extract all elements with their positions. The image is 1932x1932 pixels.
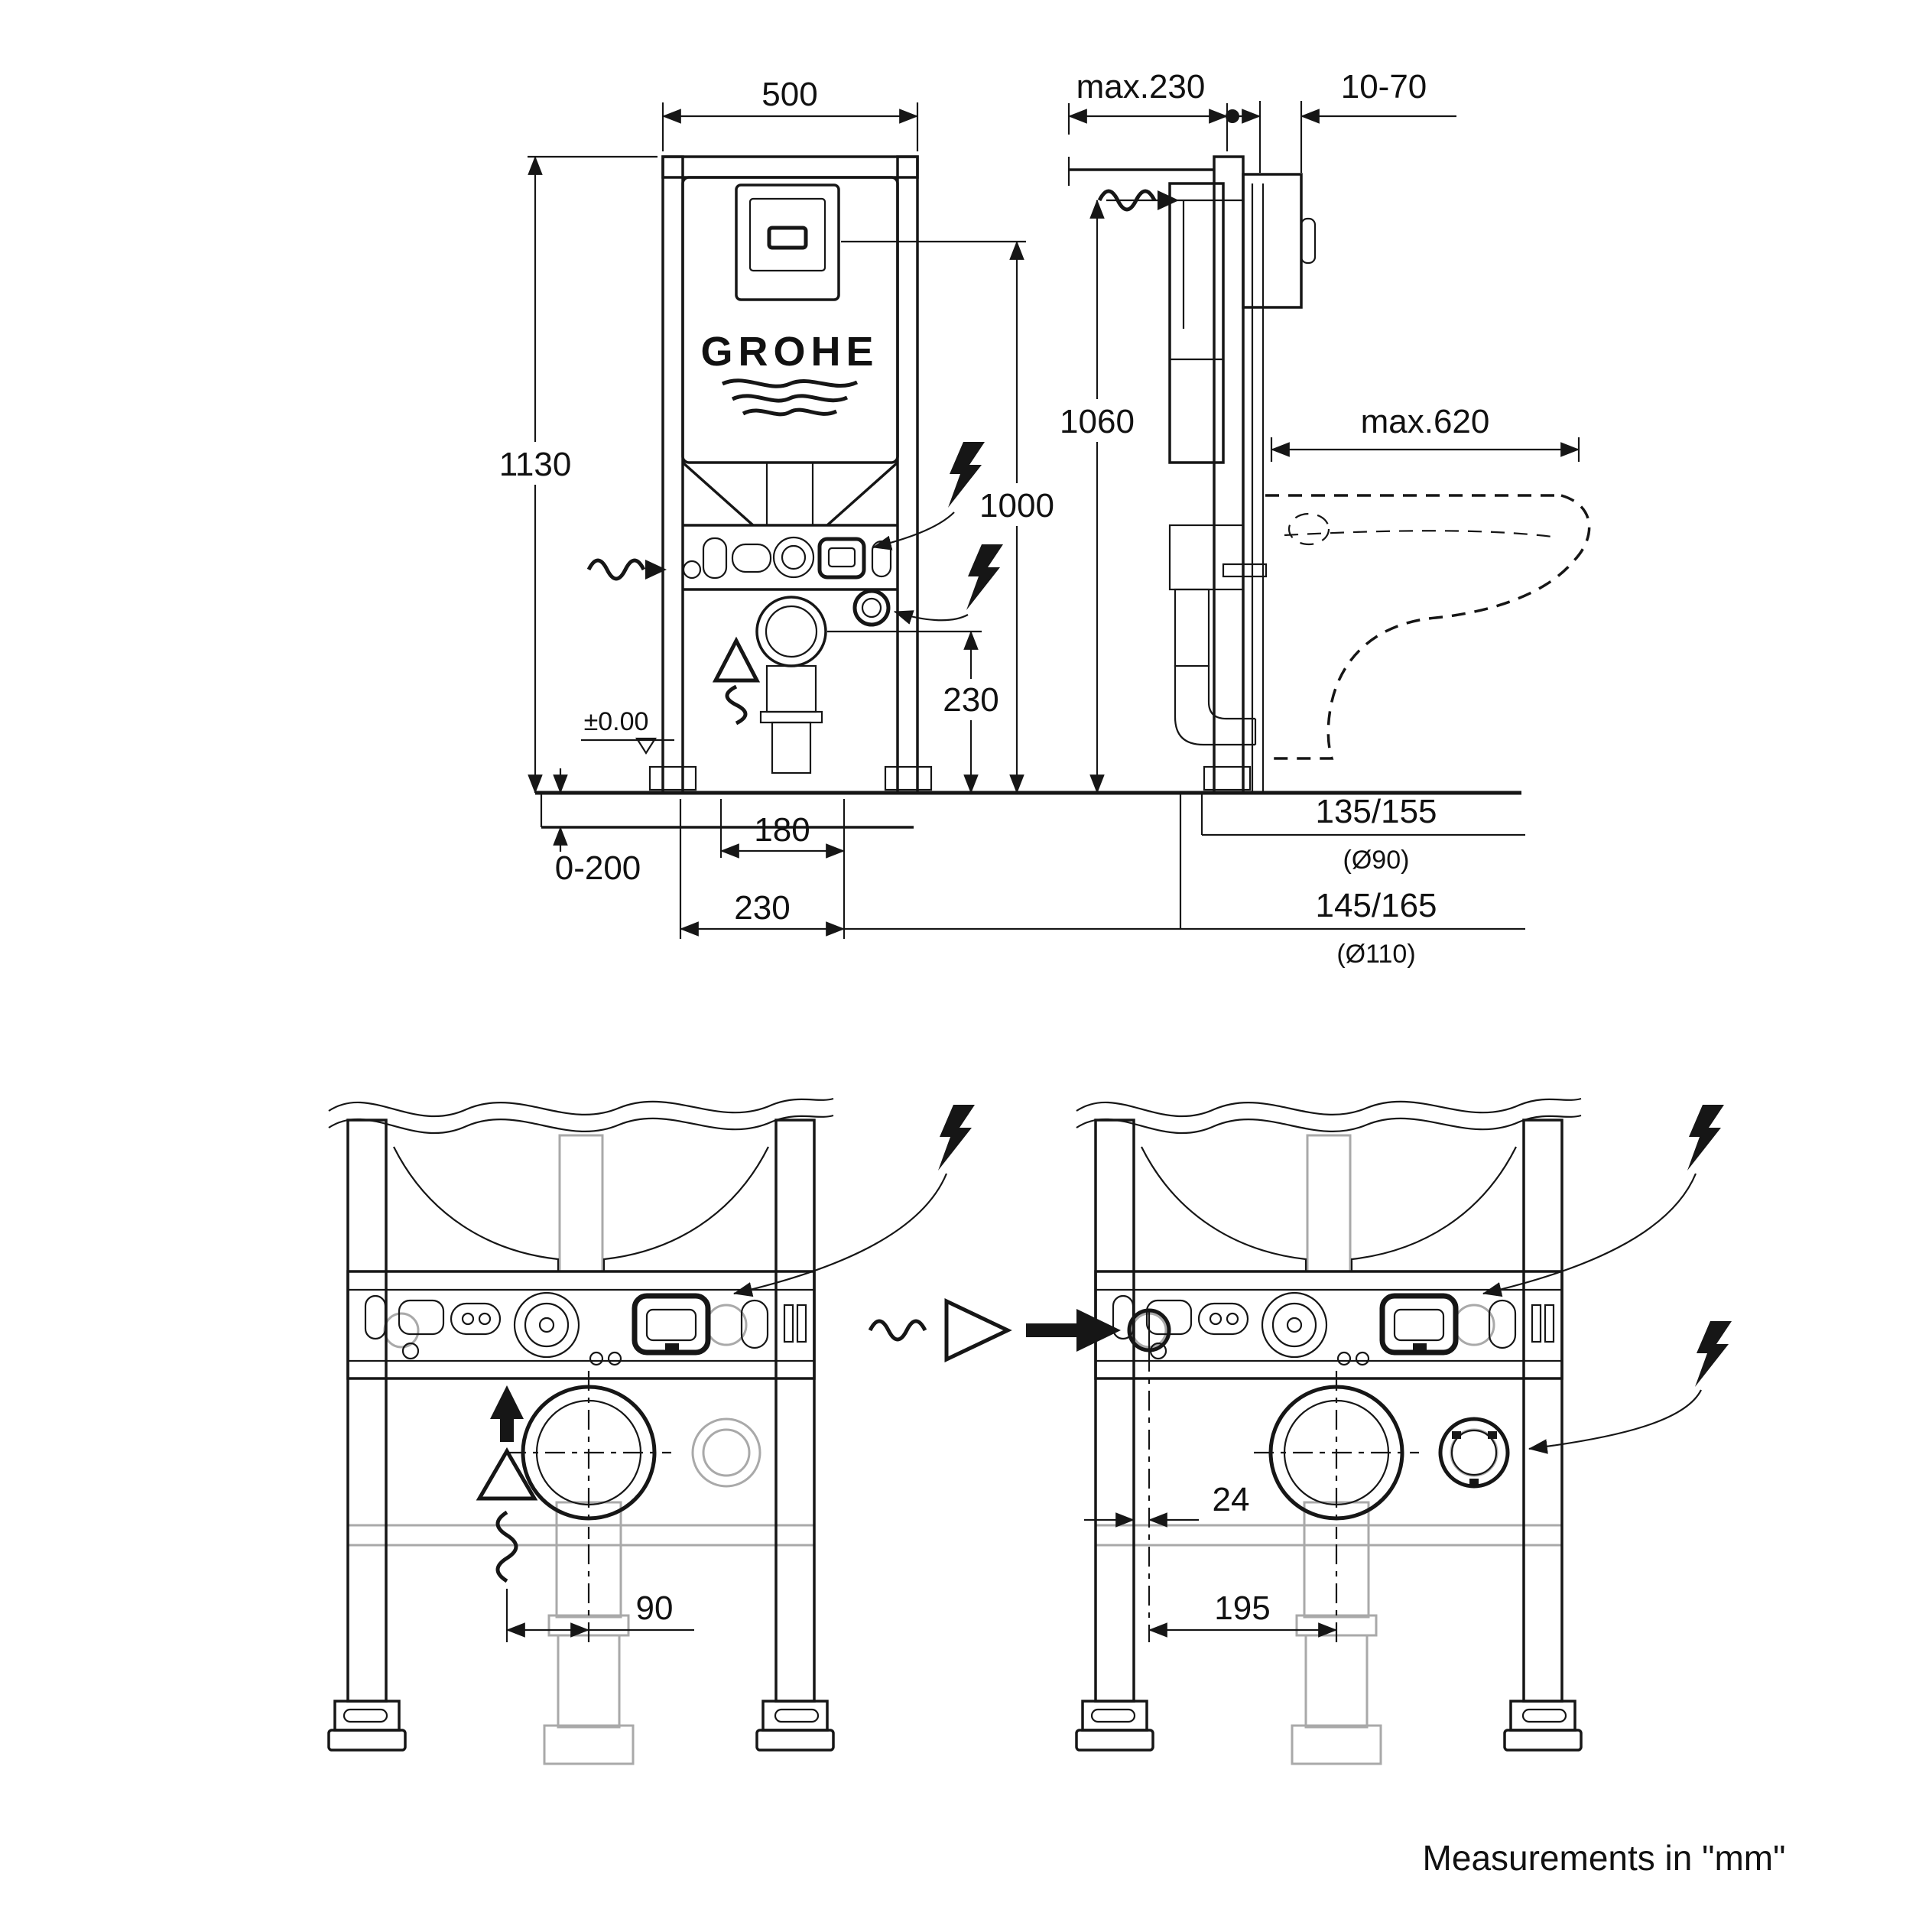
dim-label: 10-70 <box>1341 68 1427 106</box>
funnel-line <box>826 461 899 527</box>
dim-floor-adjust-0-200: 0-200 <box>553 768 641 887</box>
dim-label: 195 <box>1214 1589 1270 1627</box>
band-slot <box>702 537 728 580</box>
drain-socket <box>755 596 827 667</box>
flush-bend-port <box>772 536 815 579</box>
bolt-leader-arrow <box>732 1173 948 1297</box>
lightning-bolt-icon <box>938 1105 975 1171</box>
dim-depth-max230: max.230 <box>1067 68 1239 151</box>
dim-bowl-projection-max620: max.620 <box>1270 403 1580 462</box>
dim-label: max.620 <box>1361 403 1490 440</box>
drain-pipe-flange <box>759 710 823 724</box>
lightning-bolt-icon <box>1687 1105 1724 1171</box>
vent-squiggle-icon <box>495 1510 518 1583</box>
side-view: max.230 10-70 1060 max.620 135/1 <box>1048 68 1591 969</box>
dim-outlet-height-230: 230 <box>827 630 1009 794</box>
electrical-socket-box <box>817 537 866 580</box>
connection-band-profile <box>1168 524 1245 591</box>
cistern-profile <box>1168 182 1225 464</box>
detail-view-right: 24 195 <box>868 1099 1732 1764</box>
drain-pipe <box>765 664 817 713</box>
dim-label: 180 <box>754 811 810 849</box>
filled-arrow-icon <box>1026 1309 1121 1352</box>
flush-plate-frame <box>735 183 840 301</box>
drain-elbow <box>1174 665 1255 746</box>
dim-label: 0-200 <box>555 849 641 887</box>
dim-label: 1000 <box>979 487 1054 524</box>
dim-width-500: 500 <box>661 76 919 151</box>
vent-squiggle-icon <box>725 684 748 726</box>
wc-bowl-dashed-outline <box>1265 494 1591 760</box>
drain-pipe-profile <box>1174 588 1210 667</box>
drain-elbow <box>1207 665 1255 720</box>
funnel-line <box>681 461 755 527</box>
vent-triangle-icon <box>712 636 761 683</box>
dim-label: ±0.00 <box>584 707 649 736</box>
dim-wall-finish-10-70: 10-70 <box>1231 68 1456 173</box>
grohe-logo: GROHE <box>700 329 878 375</box>
power-outlet <box>852 589 891 627</box>
front-view: GROHE <box>488 76 1521 939</box>
frame-foot <box>648 765 697 791</box>
water-flow-icon <box>868 1298 1121 1362</box>
dim-label: 24 <box>1213 1481 1250 1518</box>
cistern <box>681 176 899 464</box>
lightning-bolt-icon <box>1695 1321 1732 1387</box>
water-inlet-port <box>1127 1308 1171 1352</box>
measurements-note: Measurements in "mm" <box>1423 1838 1786 1878</box>
dim-inlet-to-outlet-195: 195 <box>1148 1544 1338 1642</box>
dim-offset-230: 230 <box>679 799 1180 939</box>
flush-plate-profile <box>1300 217 1317 265</box>
water-inlet-port <box>682 560 702 580</box>
detail-view-left: 90 <box>329 1099 975 1764</box>
flush-plate <box>748 197 826 272</box>
flush-button <box>767 226 808 250</box>
dim-outlet-135-155: 135/155 (Ø90) <box>1200 793 1525 875</box>
frame-top-rail <box>661 155 919 179</box>
vent-up-arrow-icon <box>490 1385 524 1442</box>
drain-pipe <box>771 721 812 774</box>
vent-triangle-icon <box>476 1447 538 1501</box>
bolt-leader-arrow <box>1528 1389 1702 1454</box>
frame-rail-left <box>661 155 684 794</box>
dim-label: 145/165 <box>1315 887 1437 924</box>
dim-label: 500 <box>761 76 817 113</box>
dim-label: 1060 <box>1060 403 1135 440</box>
bolt-leader-arrow <box>872 511 955 550</box>
dim-label: 135/155 <box>1315 793 1437 830</box>
dim-label: 230 <box>943 681 998 719</box>
frame-foot <box>884 765 933 791</box>
dim-offset-180: 180 <box>719 799 846 939</box>
water-flow-icon <box>586 558 667 581</box>
dim-vent-offset-90: 90 <box>505 1544 694 1642</box>
dim-label: max.230 <box>1076 68 1206 106</box>
band-oval <box>731 543 772 573</box>
frame-rail-right <box>896 155 919 794</box>
bowl-support-bracket <box>1222 563 1268 578</box>
dim-label: 90 <box>636 1589 674 1627</box>
open-arrow-icon <box>944 1298 1012 1362</box>
dim-height-1000: 1000 <box>841 240 1066 794</box>
grohe-logo-waves <box>721 378 859 417</box>
dim-label: (Ø110) <box>1336 940 1415 969</box>
floor-datum-icon: ±0.00 <box>581 707 674 755</box>
frame-foot <box>1203 765 1252 791</box>
dim-inlet-offset-24: 24 <box>1084 1352 1249 1642</box>
bolt-leader-arrow <box>1482 1173 1697 1297</box>
dim-label: (Ø90) <box>1343 846 1410 875</box>
lightning-bolt-icon <box>966 544 1003 610</box>
dim-supply-height-1060: 1060 <box>1048 199 1243 794</box>
dim-label: 1130 <box>499 446 572 483</box>
bolt-leader-arrow <box>893 610 969 625</box>
dim-height-1130: 1130 <box>488 155 658 794</box>
frame-rail-profile <box>1213 155 1245 794</box>
dim-label: 230 <box>734 889 790 927</box>
dim-outlet-145-165: 145/165 (Ø110) <box>1179 793 1525 969</box>
flush-pipe <box>765 461 814 527</box>
